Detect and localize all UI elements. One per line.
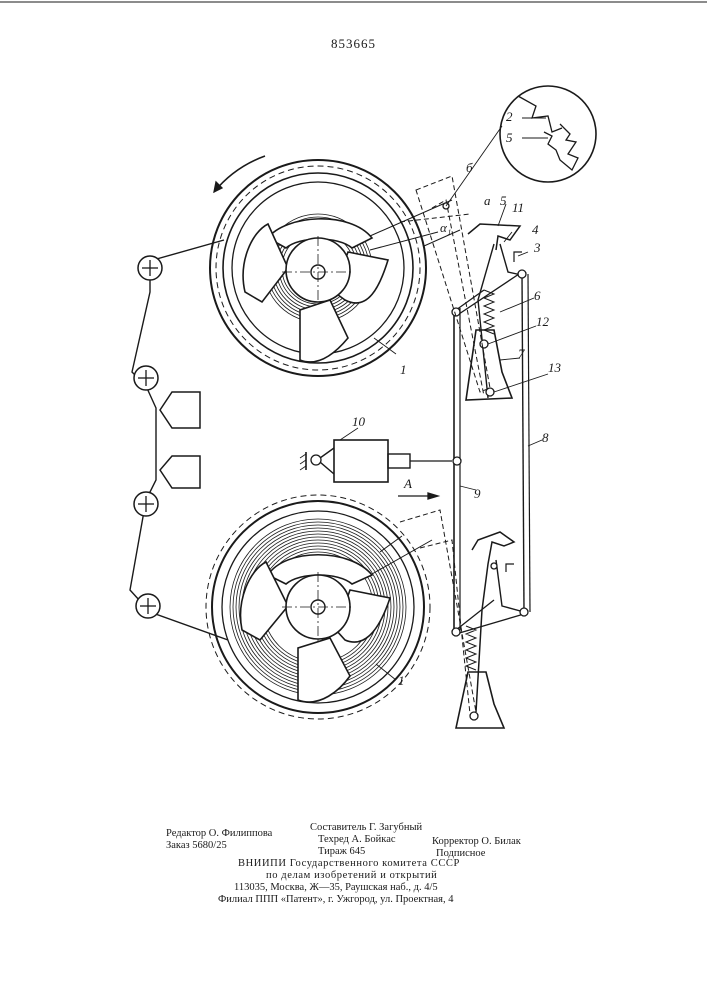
- label-8: 8: [542, 430, 549, 445]
- label-2: 2: [506, 109, 513, 124]
- imprint-org1: ВНИИПИ Государственного комитета СССР: [238, 858, 460, 870]
- guide-roller-4: [136, 594, 160, 618]
- solenoid-actuator: [300, 428, 452, 482]
- guide-roller-2: [134, 366, 158, 390]
- label-13: 13: [548, 360, 562, 375]
- detail-teeth-2: [518, 96, 562, 132]
- lower-dashed-positions: [400, 510, 476, 714]
- label-reel-bottom: 1: [398, 673, 405, 688]
- imprint-tirazh: Тираж 645: [318, 846, 365, 858]
- label-7: 7: [518, 346, 525, 361]
- top-reel: [210, 156, 426, 376]
- label-alpha: α₁: [440, 220, 451, 235]
- bottom-reel: [206, 495, 430, 719]
- lower-spring: [466, 626, 476, 670]
- guide-roller-1: [138, 256, 162, 280]
- lower-bracket: [456, 672, 504, 728]
- label-a: а: [484, 193, 491, 208]
- imprint-editor: Редактор О. Филиппова: [166, 828, 272, 840]
- detail-view: [446, 86, 596, 206]
- magnetic-head-lower: [160, 456, 200, 488]
- label-3: 3: [533, 240, 541, 255]
- label-5: 5: [500, 193, 507, 208]
- lower-lever: [472, 532, 514, 712]
- label-6: 6: [534, 288, 541, 303]
- detail-teeth-5: [544, 124, 578, 170]
- imprint-branch: Филиал ППП «Патент», г. Ужгород, ул. Про…: [218, 894, 453, 906]
- label-arrow-a: А: [403, 476, 412, 491]
- label-5-detail: 5: [506, 130, 513, 145]
- rod-8: [522, 274, 530, 612]
- label-12: 12: [536, 314, 550, 329]
- tape-line-left: [130, 240, 228, 640]
- top-reel-spoke-bottom: [300, 300, 348, 362]
- guide-roller-3: [134, 492, 158, 516]
- label-4: 4: [532, 222, 539, 237]
- imprint-compiler: Составитель Г. Загубный: [310, 822, 422, 834]
- imprint-corrector: Корректор О. Билак: [432, 836, 521, 848]
- magnetic-head-upper: [160, 392, 200, 428]
- rod-9: [453, 308, 461, 630]
- imprint-techred: Техред А. Бойкас: [318, 834, 396, 846]
- bottom-reel-spoke-bottom: [298, 638, 350, 702]
- imprint-org2: по делам изобретений и открытий: [266, 870, 437, 882]
- label-reel-top: 1: [400, 362, 407, 377]
- imprint-order: Заказ 5680/25: [166, 840, 227, 852]
- tape-path: [130, 240, 228, 640]
- label-10: 10: [352, 414, 366, 429]
- label-11: 11: [512, 200, 524, 215]
- label-9: 9: [474, 486, 481, 501]
- label-b: б: [466, 160, 473, 175]
- imprint-address: 113035, Москва, Ж—35, Раушская наб., д. …: [234, 882, 438, 894]
